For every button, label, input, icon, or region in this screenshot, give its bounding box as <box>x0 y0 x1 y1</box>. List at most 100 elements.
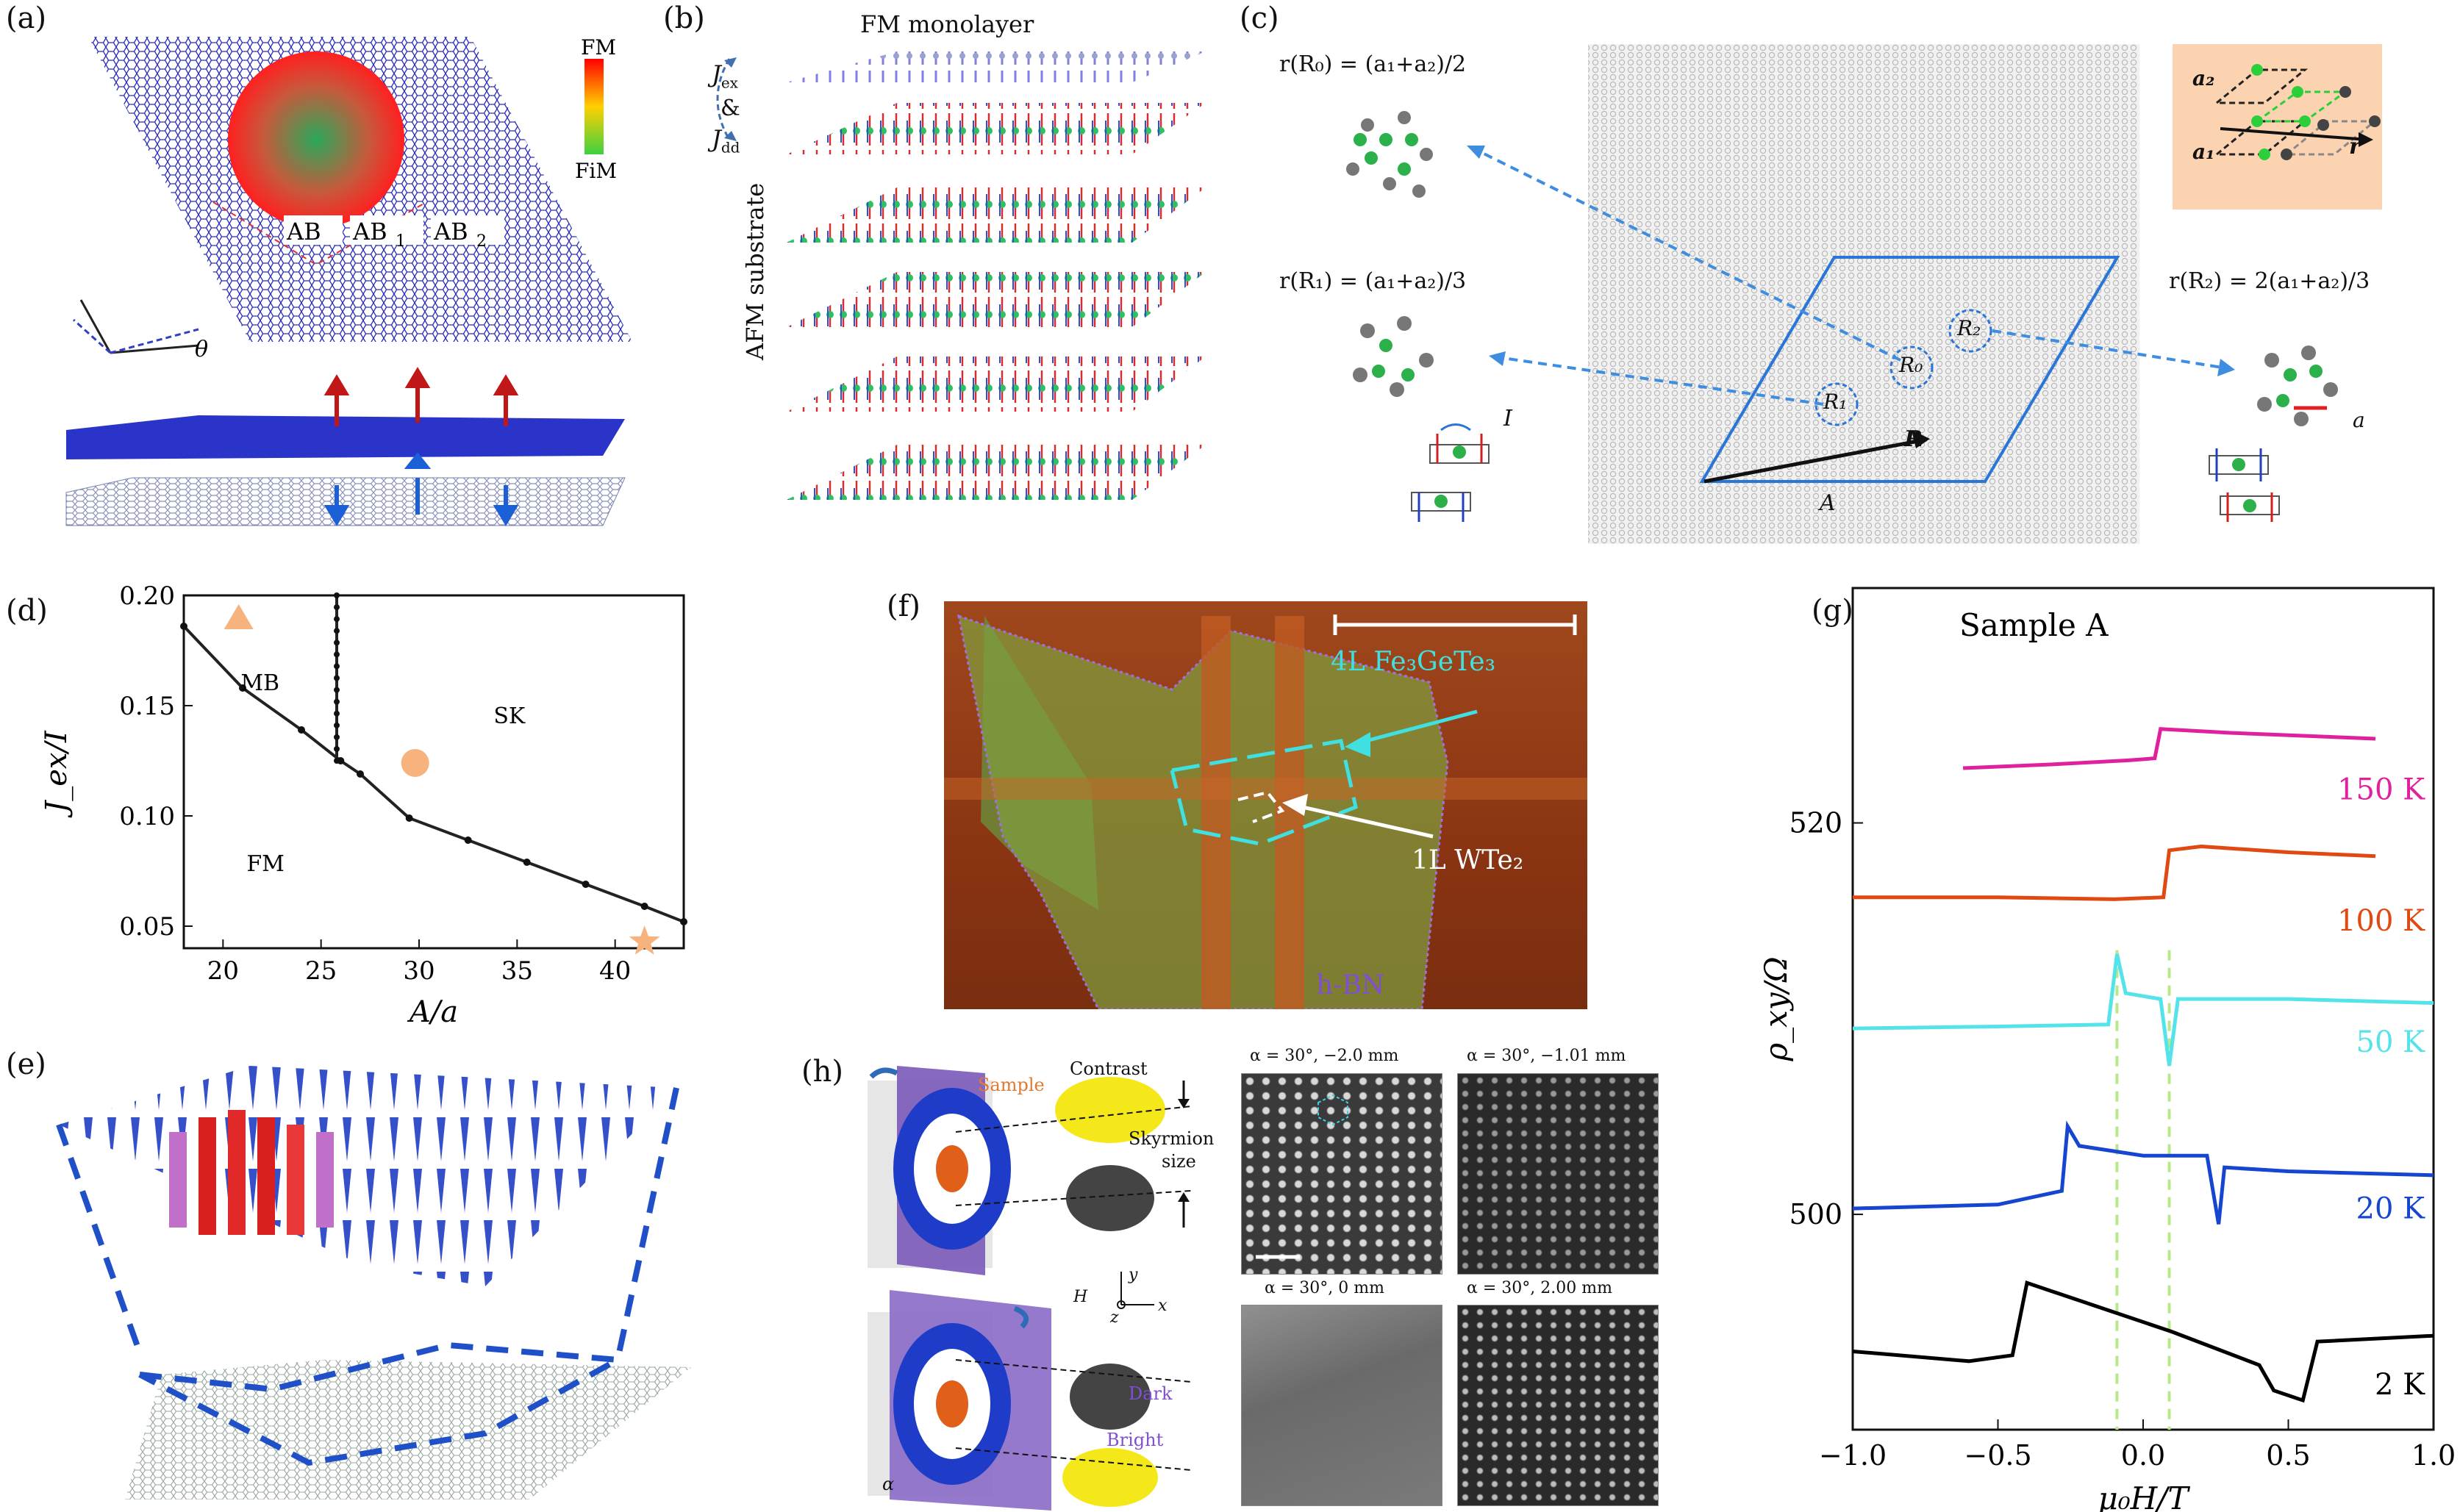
chart-g-xtick-label: −0.5 <box>1964 1439 2031 1472</box>
vector-R-label: R <box>1904 426 1923 452</box>
inset-a2-label: a₂ <box>2192 66 2215 90</box>
ltem-image-1 <box>1241 1073 1442 1275</box>
axis-h-label: H <box>1073 1288 1088 1306</box>
chart-d-ytick-label: 0.10 <box>119 802 175 831</box>
hbn-label: h-BN <box>1316 970 1385 1000</box>
chart-d-point <box>334 675 340 681</box>
skyrmion-label: Skyrmion <box>1129 1128 1215 1149</box>
amp-label: & <box>721 96 740 121</box>
chart-d-point <box>334 651 340 658</box>
panel-h-schematic <box>868 1066 1192 1511</box>
panel-a-ab1-sub: 1 <box>396 232 406 251</box>
moire-cell <box>1699 256 2120 483</box>
chart-d-marker-triangle <box>224 604 254 629</box>
ltem-caption-2: α = 30°, −1.01 mm <box>1467 1047 1626 1065</box>
inset-r-label: r <box>2349 134 2361 160</box>
chart-g-ylabel: ρ_xy/Ω <box>1758 956 1794 1061</box>
panel-a-label: (a) <box>6 1 47 35</box>
chart-d-point <box>334 616 340 623</box>
jdd-label: Jdd <box>712 125 740 157</box>
chart-d-point <box>334 639 340 646</box>
coupling-arrow <box>716 57 737 141</box>
colorbar-top: FM <box>581 35 616 60</box>
chart-g-ytick-label: 520 <box>1789 807 1842 839</box>
site-r2 <box>1948 309 1992 353</box>
contrast-bright-bottom <box>1062 1448 1158 1507</box>
vector-R <box>1703 437 1927 484</box>
panel-d-label: (d) <box>6 594 48 628</box>
chart-d-xtick-label: 25 <box>305 956 337 986</box>
label-I: I <box>1503 406 1512 431</box>
chart-g-xtick-label: −1.0 <box>1819 1439 1887 1472</box>
afm-layer-4 <box>787 356 1206 412</box>
panel-b-figure <box>716 51 1206 500</box>
chart-g-series-label: 20 K <box>2356 1192 2426 1225</box>
chart-d-point <box>405 814 413 822</box>
site-r0 <box>1889 345 1934 390</box>
ltem-caption-3: α = 30°, 0 mm <box>1265 1279 1384 1297</box>
ltem-caption-1: α = 30°, −2.0 mm <box>1250 1047 1399 1065</box>
chart-d-point <box>523 859 531 866</box>
chart-d-ytick-label: 0.05 <box>119 912 175 942</box>
angle-theta: θ <box>195 337 208 362</box>
chart-d-ytick-label: 0.15 <box>119 692 175 721</box>
contrast-dark-bottom <box>1070 1364 1151 1430</box>
chart-d-point <box>680 918 687 925</box>
chart-d-xtick-label: 20 <box>207 956 239 986</box>
chart-d-point <box>334 663 340 670</box>
eq-r1: r(R₁) = (a₁+a₂)/3 <box>1279 268 1467 294</box>
sample-label: Sample <box>978 1075 1045 1095</box>
chart-g-series-100k <box>1853 844 2376 901</box>
chart-g-series-20k <box>1852 1120 2434 1225</box>
fgt-outline <box>1170 739 1358 846</box>
ltem-image-4 <box>1457 1305 1659 1506</box>
axis-y-label: y <box>1129 1266 1138 1284</box>
panel-a-ab2: AB <box>433 218 468 246</box>
colorbar-bottom: FiM <box>575 159 617 183</box>
vector-A-label: A <box>1820 490 1836 516</box>
chart-g-frame <box>1851 587 2435 1431</box>
chart-d-frame <box>182 594 685 950</box>
contrast-label: Contrast <box>1070 1058 1148 1079</box>
axis-z-label: z <box>1110 1308 1119 1327</box>
spin-down-arrows <box>323 452 519 526</box>
panel-f-overlay <box>944 614 1587 1009</box>
chart-g-xlabel: μ₀H/T <box>2098 1480 2191 1512</box>
spin-stack-r1 <box>1411 423 1490 522</box>
skyrmion-core <box>169 1110 334 1235</box>
spin-stack-r2 <box>2209 448 2280 522</box>
ltem-image-2 <box>1457 1073 1659 1275</box>
coord-axes <box>1117 1272 1154 1309</box>
site-r1 <box>1814 382 1859 426</box>
chart-d-marker-circle <box>401 749 429 777</box>
chart-d-point <box>334 745 340 752</box>
alpha-label: α <box>882 1474 895 1494</box>
afm-substrate-label: AFM substrate <box>741 182 769 360</box>
chart-d-xtick-label: 35 <box>501 956 533 986</box>
panel-a-ab: AB <box>286 218 321 246</box>
chart-d-point <box>334 710 340 717</box>
top-layer <box>66 415 625 459</box>
panel-a-ab2-sub: 2 <box>476 232 487 251</box>
chart-d-point <box>334 758 340 764</box>
inset-a1-label: a₁ <box>2192 140 2215 164</box>
angle-axes <box>72 299 199 354</box>
jex-label: Jex <box>712 60 738 92</box>
bottom-layer <box>65 477 626 526</box>
chart-d-point <box>298 726 305 734</box>
chart-d-point <box>357 770 364 778</box>
chart-g-xtick-label: 0.0 <box>2121 1439 2165 1472</box>
chart-d-point <box>334 604 340 611</box>
label-a: a <box>2353 408 2365 432</box>
ltem-overlays <box>1256 1094 1348 1259</box>
panel-h-label: (h) <box>801 1055 843 1089</box>
cluster-r2 <box>2257 345 2338 426</box>
chart-d-point <box>582 881 590 888</box>
chart-d-ytick-label: 0.20 <box>119 581 175 611</box>
chart-d-point <box>464 836 472 844</box>
chart-d-point <box>180 623 187 630</box>
chart-d-ylabel: J_ex/I <box>40 730 74 818</box>
chart-g-series-2k <box>1852 1280 2434 1403</box>
